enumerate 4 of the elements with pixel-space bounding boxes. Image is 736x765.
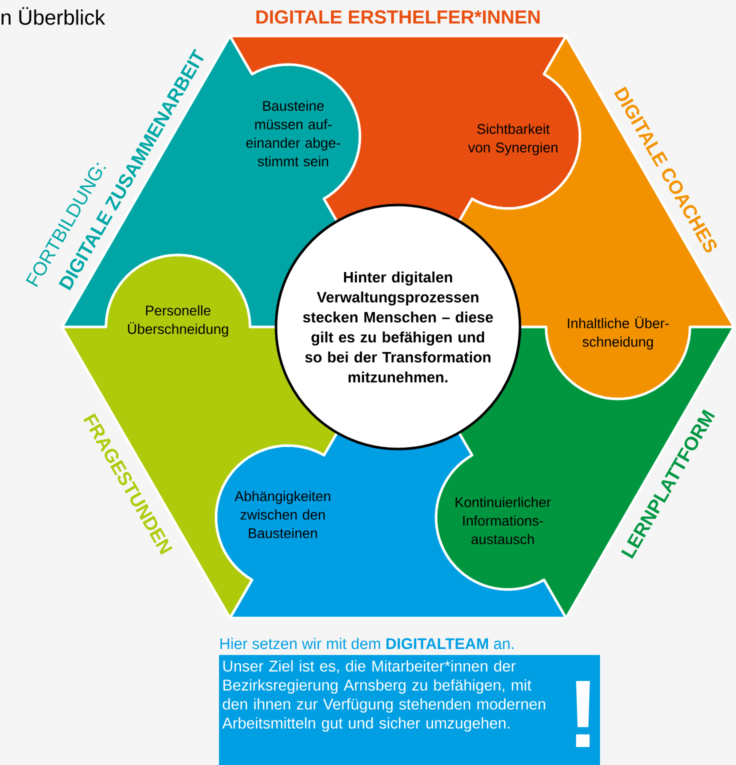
side-label: DIGITALE ERSTHELFER*INNEN xyxy=(256,10,540,24)
title: n Überblick xyxy=(2,7,106,25)
info-box: Hier setzen wir mit dem DIGITALTEAM an. Unser Ziel ist es, die Mitarbeiter*innen der Bezirksregierung Arnsberg zu befähigen, mit den ihnen zur Verfügung stehenden modernen Arbeitsmitteln gut und sicher umzugehen. ! xyxy=(219,638,600,765)
node-label: Hier setzen wir mit dem DIGITALTEAM an. xyxy=(220,638,514,650)
